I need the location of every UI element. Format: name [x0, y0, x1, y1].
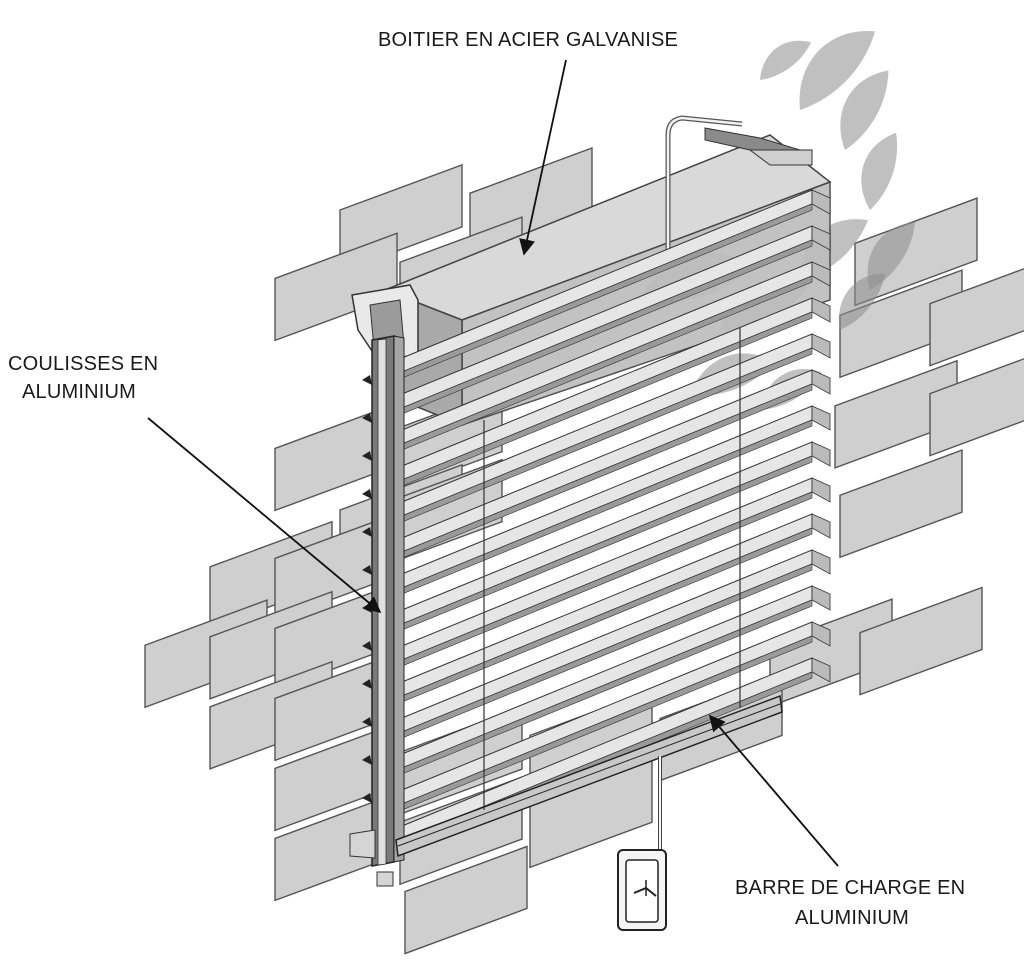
- slat-end: [811, 297, 831, 323]
- rail-clip: [362, 451, 372, 461]
- housing-arrow: [519, 59, 567, 256]
- brick: [859, 586, 983, 696]
- brick: [929, 268, 1024, 367]
- leaf-icon: [838, 273, 886, 330]
- rails-arrow: [147, 417, 382, 614]
- leaf-icon: [861, 132, 898, 210]
- aluminium-bottom-bar: [395, 694, 783, 858]
- rail-clip: [362, 375, 372, 385]
- rails-label-line1: COULISSES EN: [8, 353, 159, 375]
- leaf-icon: [867, 222, 916, 290]
- bottom-bar-label-line2: ALUMINIUM: [795, 907, 910, 929]
- slat-end: [811, 405, 831, 431]
- slat-end: [811, 369, 831, 395]
- slat-end: [811, 441, 831, 467]
- leaf-icon: [840, 70, 889, 150]
- slat-end: [811, 189, 831, 215]
- leaf-icon: [760, 40, 812, 80]
- rail-clip: [362, 527, 372, 537]
- slat-end: [811, 261, 831, 287]
- rails-label-line2: ALUMINIUM: [22, 381, 137, 403]
- rail-clip: [362, 489, 372, 499]
- blind-slats: [401, 189, 831, 847]
- slat-end: [811, 513, 831, 539]
- rail-clip: [362, 755, 372, 765]
- rail-clip: [362, 717, 372, 727]
- bottom-bar-label-line1: BARRE DE CHARGE EN: [735, 877, 966, 899]
- slat-end: [811, 621, 831, 647]
- brick: [404, 845, 528, 955]
- slat-end: [811, 225, 831, 251]
- brick: [839, 449, 963, 559]
- housing-label: BOITIER EN ACIER GALVANISE: [378, 29, 679, 51]
- slat-end: [811, 657, 831, 683]
- slat-end: [811, 333, 831, 359]
- slat-end: [811, 549, 831, 575]
- bottom-bar-arrow: [708, 714, 839, 867]
- rail-clip: [362, 793, 372, 803]
- aluminium-side-rails: [349, 335, 405, 887]
- slat-end: [811, 477, 831, 503]
- slat-end: [811, 585, 831, 611]
- rail-clip: [362, 413, 372, 423]
- wall-switch: [617, 756, 667, 931]
- leaf-icon: [799, 31, 876, 110]
- rail-clip: [362, 641, 372, 651]
- brick: [929, 358, 1024, 457]
- rail-clip: [362, 679, 372, 689]
- rail-clip: [362, 565, 372, 575]
